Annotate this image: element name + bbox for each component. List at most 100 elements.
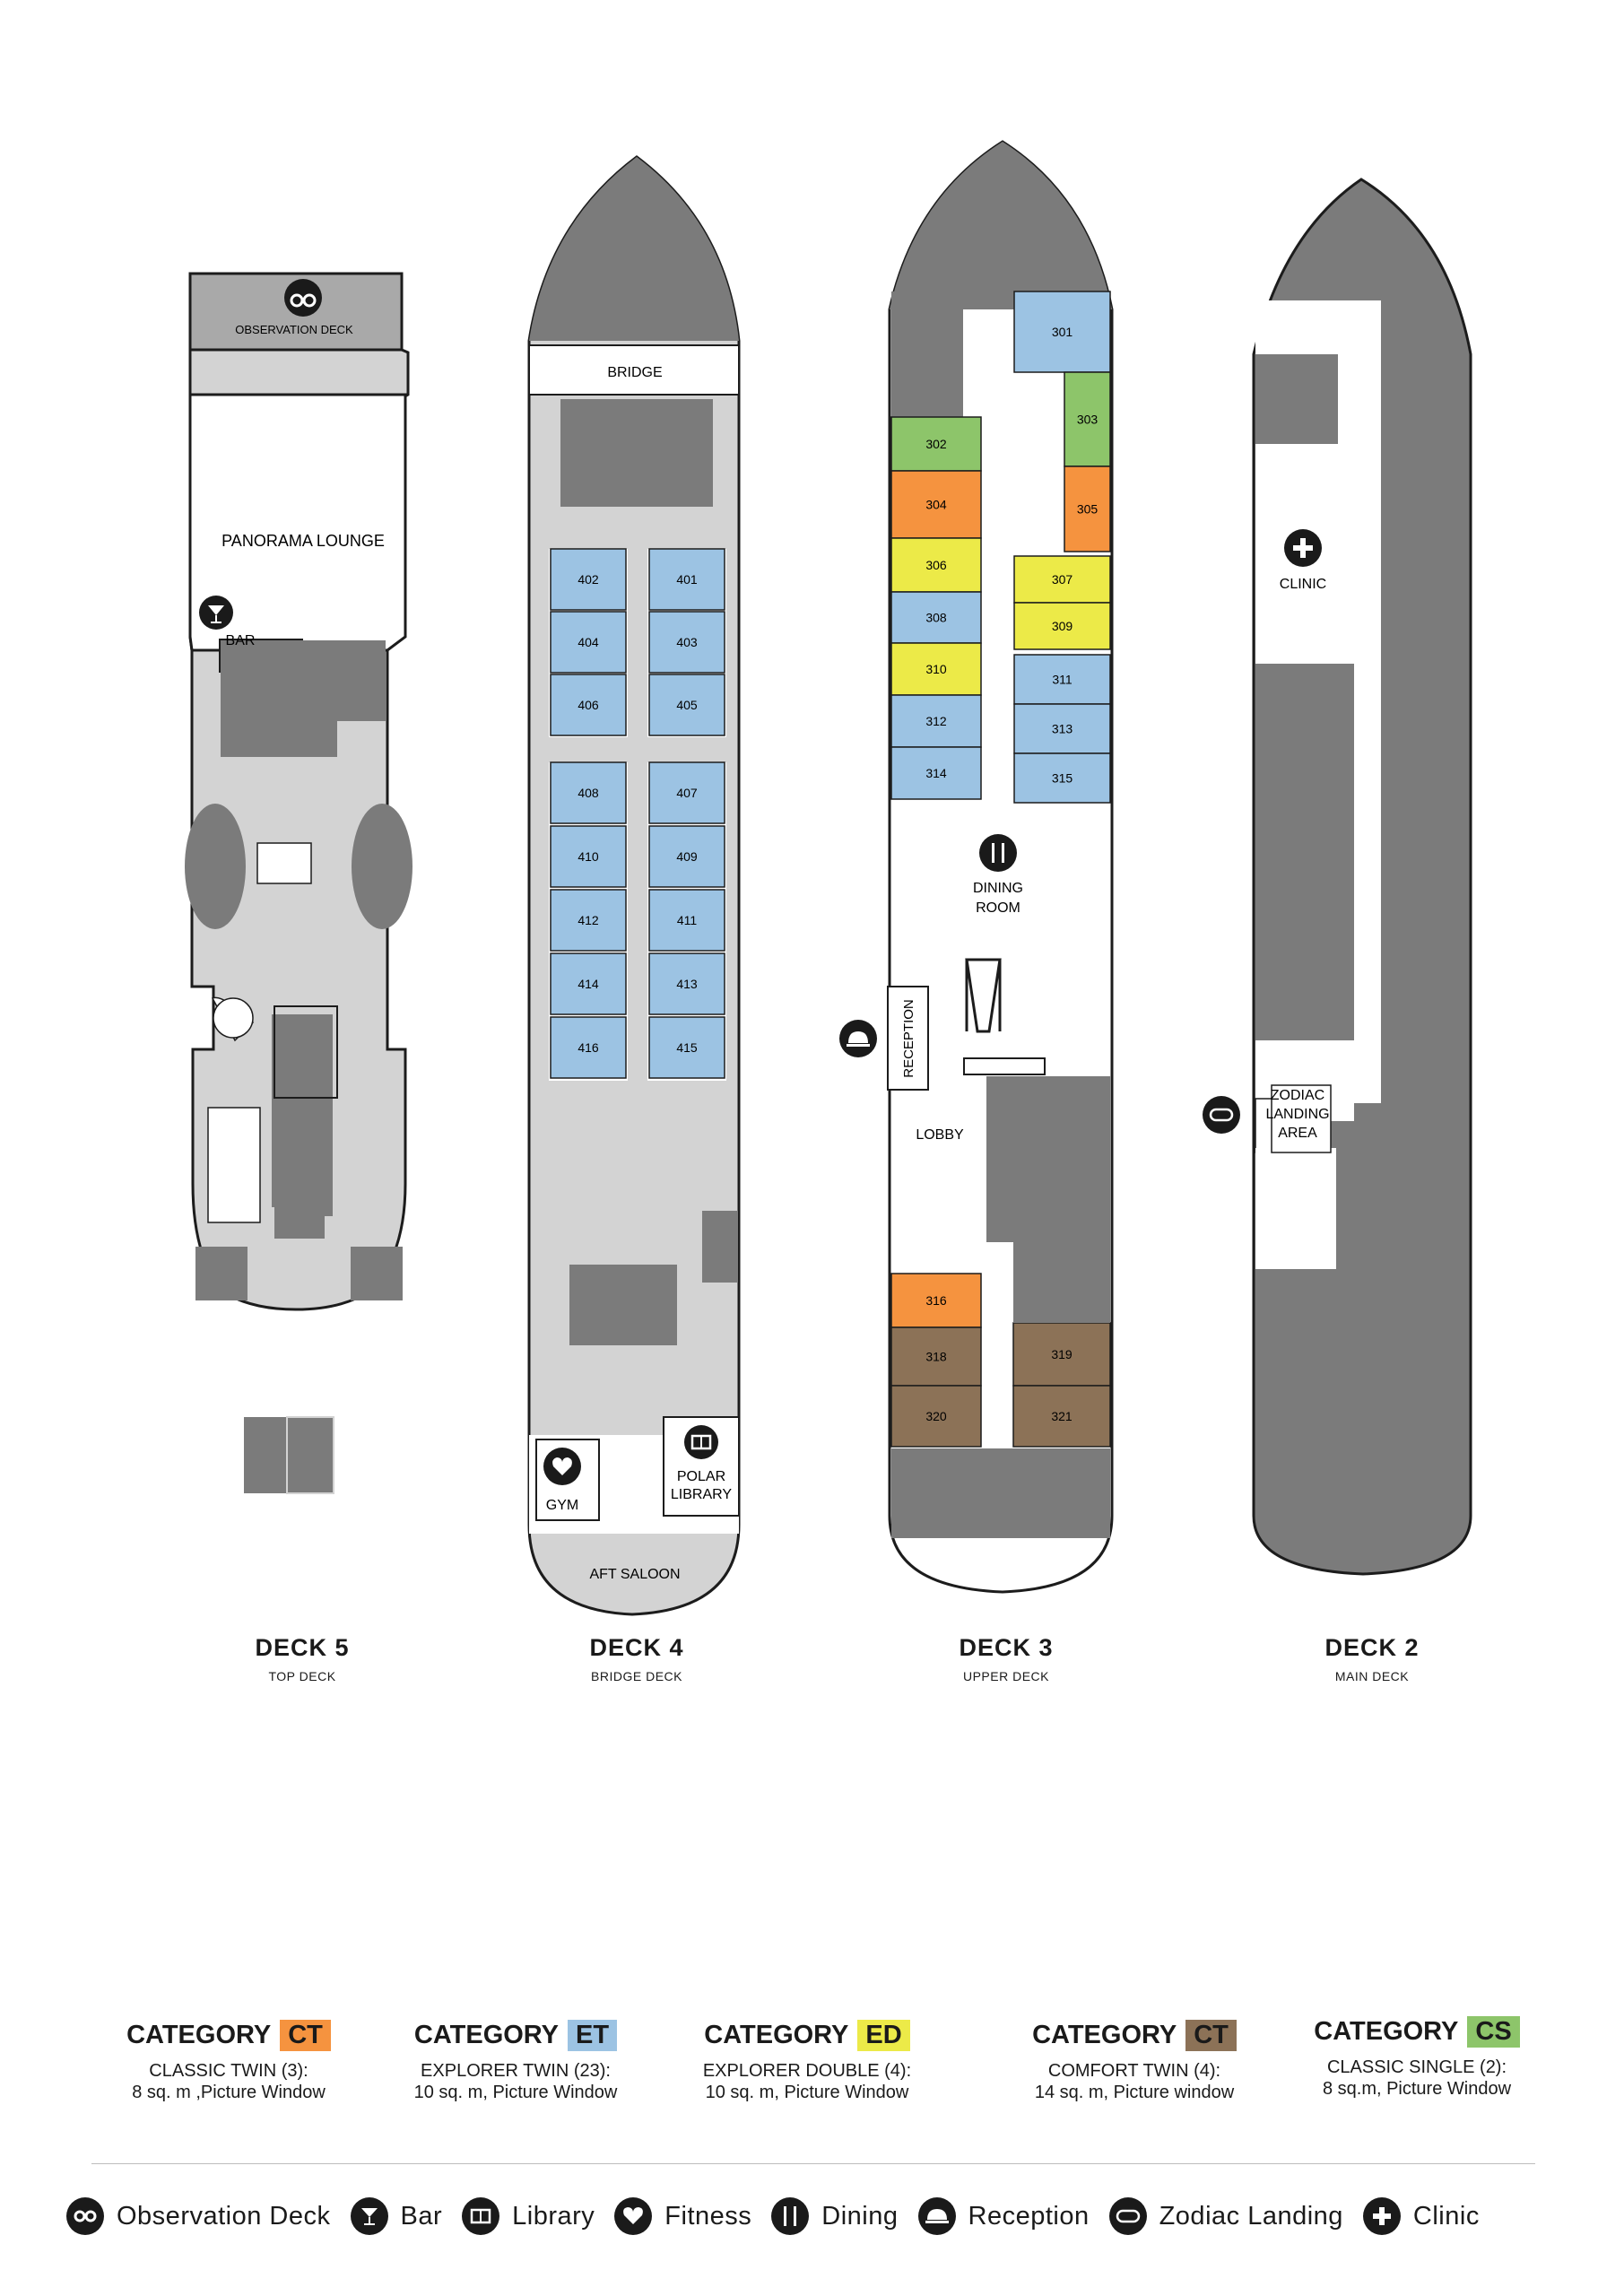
cabin-313-number: 313 xyxy=(1052,722,1073,736)
deck-name: DECK 5 xyxy=(255,1634,350,1661)
cabin-414 xyxy=(550,952,627,1015)
deck-subtitle: UPPER DECK xyxy=(962,1669,1050,1683)
cabin-308 xyxy=(890,591,982,644)
category-word: CATEGORY xyxy=(704,2021,849,2049)
cabin-315 xyxy=(1013,752,1111,804)
cabin-306 xyxy=(890,537,982,593)
deck-2-plan: CLINIC ZODIAC LANDING AREA xyxy=(1203,178,1472,1576)
deck-3-title: DECK 3 UPPER DECK xyxy=(872,1634,1141,1683)
cabin-302-number: 302 xyxy=(925,437,947,451)
cocktail-icon xyxy=(199,596,233,630)
category-code: ET xyxy=(568,2020,618,2051)
legend-label: Reception xyxy=(968,2201,1090,2231)
cutlery-icon xyxy=(979,834,1017,872)
cabin-403-number: 403 xyxy=(676,635,698,649)
legend-item-dining: Dining xyxy=(771,2197,898,2235)
category-desc-1: COMFORT TWIN (4): xyxy=(1047,2061,1221,2081)
deck-subtitle: MAIN DECK xyxy=(1334,1669,1410,1683)
category-desc-2: 10 sq. m, Picture Window xyxy=(413,2083,618,2102)
binoculars-icon xyxy=(66,2197,104,2235)
category-desc-1: EXPLORER TWIN (23): xyxy=(421,2061,611,2081)
deck-5-plan: OBSERVATION DECK PANORAMA LOUNGE BAR xyxy=(185,272,413,1494)
cabin-401-number: 401 xyxy=(676,572,698,587)
cabin-310-number: 310 xyxy=(925,662,947,676)
deck-2-title: DECK 2 MAIN DECK xyxy=(1238,1634,1507,1683)
category-code: CS xyxy=(1467,2016,1520,2048)
cabin-412-number: 412 xyxy=(578,913,599,927)
cabin-410 xyxy=(550,825,627,888)
cabin-305-number: 305 xyxy=(1077,502,1099,517)
cabin-309-number: 309 xyxy=(1052,619,1073,633)
cabin-414-number: 414 xyxy=(578,977,599,991)
bridge-label: BRIDGE xyxy=(607,365,662,380)
cabin-314-number: 314 xyxy=(925,766,947,780)
cabin-306-number: 306 xyxy=(925,558,947,572)
category-desc-2: 8 sq.m, Picture Window xyxy=(1322,2079,1512,2099)
category-cs: CATEGORY CS CLASSIC SINGLE (2):8 sq.m, Pi… xyxy=(1269,2016,1565,2100)
category-code: CT xyxy=(1185,2020,1237,2051)
cabin-407 xyxy=(648,761,725,824)
cabin-305 xyxy=(1064,465,1111,552)
category-desc-2: 10 sq. m, Picture Window xyxy=(705,2083,909,2102)
cabin-304 xyxy=(890,470,982,539)
legend-item-clinic: Clinic xyxy=(1362,2197,1480,2235)
legend: Observation Deck Bar Library Fitness Din… xyxy=(66,2197,1499,2235)
cabin-311 xyxy=(1013,654,1111,705)
legend-item-library: Library xyxy=(462,2197,595,2235)
polar-library-label: POLAR xyxy=(677,1469,725,1484)
legend-label: Fitness xyxy=(664,2201,752,2231)
category-desc-2: 14 sq. m, Picture window xyxy=(1034,2083,1235,2102)
cabin-408 xyxy=(550,761,627,824)
cabin-304-number: 304 xyxy=(925,498,947,512)
legend-label: Library xyxy=(512,2201,595,2231)
dining-room-label-2: ROOM xyxy=(976,900,1020,916)
cabin-415 xyxy=(648,1016,725,1079)
category-desc-1: CLASSIC SINGLE (2): xyxy=(1326,2057,1507,2077)
cabin-303 xyxy=(1064,371,1111,467)
heart-icon xyxy=(614,2197,653,2235)
cabin-301-number: 301 xyxy=(1052,325,1073,339)
cabin-309 xyxy=(1013,602,1111,650)
category-desc-2: 8 sq. m ,Picture Window xyxy=(132,2083,326,2102)
cabin-410-number: 410 xyxy=(578,849,599,864)
deck-subtitle: TOP DECK xyxy=(268,1669,336,1683)
reception-label: RECEPTION xyxy=(901,999,916,1078)
cabin-320-number: 320 xyxy=(925,1409,947,1423)
cabin-415-number: 415 xyxy=(676,1040,698,1055)
bell-icon xyxy=(917,2197,956,2235)
cabin-416 xyxy=(550,1016,627,1079)
cabin-318-number: 318 xyxy=(925,1350,947,1364)
cabin-312 xyxy=(890,694,982,748)
cabin-302 xyxy=(890,416,982,472)
category-desc-1: CLASSIC TWIN (3): xyxy=(149,2061,308,2081)
cocktail-icon xyxy=(350,2197,388,2235)
zodiac-landing-label-2: LANDING xyxy=(1265,1107,1329,1122)
cabin-403 xyxy=(648,611,725,674)
category-word: CATEGORY xyxy=(1314,2017,1459,2046)
deck-5-title: DECK 5 TOP DECK xyxy=(168,1634,437,1683)
cross-icon xyxy=(1284,529,1322,567)
cabin-319-number: 319 xyxy=(1051,1347,1073,1361)
legend-item-bar: Bar xyxy=(350,2197,443,2235)
book-icon xyxy=(462,2197,500,2235)
legend-item-reception: Reception xyxy=(917,2197,1090,2235)
cabin-316 xyxy=(890,1273,982,1328)
cabin-316-number: 316 xyxy=(925,1293,947,1308)
cutlery-icon xyxy=(771,2197,810,2235)
cabin-319 xyxy=(1012,1322,1111,1387)
clinic-label: CLINIC xyxy=(1280,577,1326,592)
cabin-406 xyxy=(550,674,627,736)
cabin-303-number: 303 xyxy=(1077,413,1099,427)
cabin-413-number: 413 xyxy=(676,977,698,991)
legend-label: Dining xyxy=(821,2201,899,2231)
cabin-409-number: 409 xyxy=(676,849,698,864)
cabin-407-number: 407 xyxy=(676,786,698,800)
category-code: ED xyxy=(857,2020,910,2051)
panorama-lounge-label: PANORAMA LOUNGE xyxy=(221,532,385,550)
cabin-404-number: 404 xyxy=(578,635,599,649)
bell-icon xyxy=(839,1020,877,1057)
